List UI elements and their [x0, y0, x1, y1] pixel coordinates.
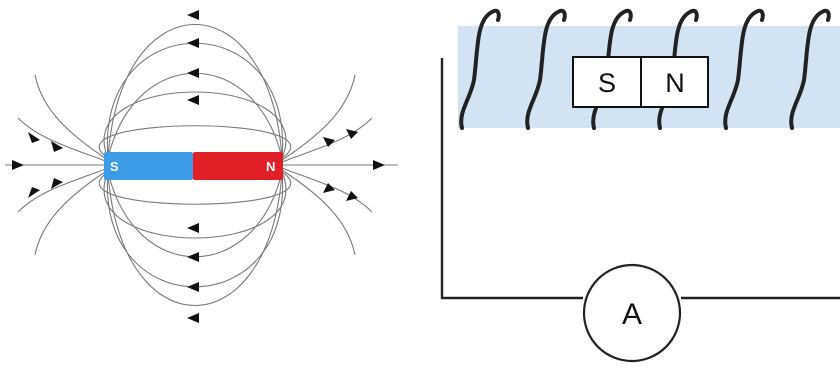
magnetic-field-lines [5, 10, 398, 323]
field-arrow [187, 95, 199, 105]
field-arrow [187, 68, 199, 78]
field-arrow [187, 282, 199, 292]
bar-magnet: S N [104, 152, 283, 180]
coil-turn [459, 8, 501, 130]
field-line [281, 167, 373, 213]
field-line [17, 167, 109, 213]
field-arrow [28, 187, 40, 198]
field-line [34, 169, 109, 256]
field-arrow [323, 183, 335, 193]
circuit-wire [440, 58, 583, 300]
field-line [281, 169, 356, 256]
magnet-south-label: S [110, 159, 119, 174]
ammeter-label: A [622, 298, 642, 331]
field-arrow [187, 252, 199, 262]
field-line [17, 117, 109, 163]
field-line [34, 74, 109, 161]
field-arrow [28, 132, 40, 143]
field-arrow [346, 129, 358, 139]
field-arrow [187, 313, 199, 323]
field-arrow [187, 223, 199, 233]
coil-magnet-south-label: S [598, 68, 616, 98]
magnet-south-pole [104, 152, 193, 180]
coil-turn [525, 8, 567, 130]
field-line [103, 171, 287, 239]
field-line [103, 91, 287, 159]
field-arrow [373, 160, 385, 170]
field-arrow [51, 178, 63, 189]
field-line [281, 117, 373, 163]
ammeter-circle [582, 263, 682, 363]
field-line [98, 171, 292, 205]
field-arrow [323, 137, 335, 147]
field-line [107, 24, 283, 159]
field-arrow [187, 38, 199, 48]
ammeter: A [582, 263, 682, 363]
field-line [107, 72, 283, 159]
coil-magnet: S N [572, 56, 709, 108]
field-arrow [346, 191, 358, 201]
field-arrow [51, 141, 63, 152]
field-line [98, 125, 292, 159]
field-line [281, 74, 356, 161]
field-arrow [187, 10, 199, 20]
field-line [107, 171, 283, 306]
magnet-north-label: N [266, 159, 275, 174]
field-line [107, 171, 283, 258]
coil-turn [723, 8, 765, 130]
field-arrow [12, 160, 24, 170]
coil-turn [789, 8, 831, 130]
coil-magnet-north-label: N [665, 68, 685, 98]
magnet-north-pole [193, 152, 283, 180]
